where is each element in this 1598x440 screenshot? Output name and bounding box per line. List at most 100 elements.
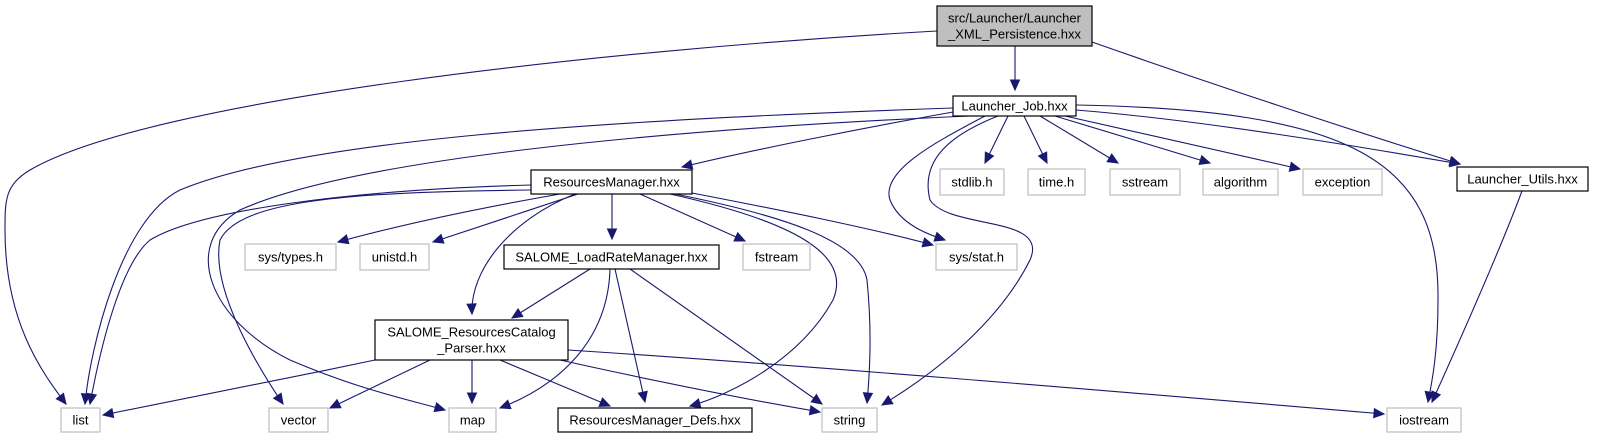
node-label: exception (1315, 175, 1371, 190)
edge-line (639, 193, 746, 242)
node-label: Launcher_Job.hxx (961, 99, 1068, 114)
node-label: list (73, 413, 89, 428)
node-label: Launcher_Utils.hxx (1467, 172, 1578, 187)
node-box[interactable] (503, 244, 720, 270)
edge-line (1075, 104, 1439, 403)
node-unistd-h: unistd.h (359, 243, 430, 271)
node-launcher-utils[interactable]: Launcher_Utils.hxx (1456, 166, 1589, 192)
node-box (244, 243, 337, 271)
node-box (821, 407, 878, 433)
node-label: sstream (1122, 175, 1168, 190)
node-string: string (821, 407, 878, 433)
arrow-head-icon (336, 234, 350, 245)
node-box (268, 407, 329, 433)
edge-resources-manager-to-sys-stat-h (691, 192, 935, 248)
edge-load-rate-manager-to-map (498, 268, 611, 410)
node-box[interactable] (530, 169, 693, 195)
node-box[interactable] (952, 95, 1077, 117)
edge-line (337, 193, 561, 243)
node-map: map (448, 407, 497, 433)
node-label: fstream (755, 250, 798, 265)
node-label: sys/types.h (258, 250, 323, 265)
arrow-head-icon (1288, 161, 1302, 172)
node-root[interactable]: src/Launcher/Launcher_XML_Persistence.hx… (936, 5, 1093, 47)
edge-line (888, 115, 986, 241)
edge-line (614, 268, 646, 403)
edge-launcher-job-to-map (207, 115, 971, 413)
node-resources-manager[interactable]: ResourcesManager.hxx (530, 169, 693, 195)
arrow-head-icon (1431, 390, 1442, 404)
node-label: vector (281, 413, 317, 428)
edge-line (89, 184, 532, 405)
edge-line (207, 115, 971, 411)
node-label: ResourcesManager_Defs.hxx (569, 413, 741, 428)
edge-catalog-parser-to-map (466, 360, 478, 405)
node-label: _XML_Persistence.hxx (947, 27, 1081, 42)
edge-launcher-job-to-stdlib-h (984, 115, 1009, 165)
edge-line (674, 193, 871, 404)
node-label: _Parser.hxx (436, 341, 506, 356)
edge-resources-manager-to-load-rate-manager (606, 194, 618, 241)
arrow-head-icon (933, 231, 947, 242)
edge-launcher-job-to-string (880, 115, 1034, 406)
node-box (1027, 168, 1086, 196)
edge-load-rate-manager-to-resources-defs (614, 268, 648, 404)
edge-line (432, 193, 579, 243)
arrow-head-icon (598, 397, 612, 407)
edge-root-to-launcher-job (1009, 46, 1021, 92)
edge-line (471, 193, 576, 315)
arrow-head-icon (680, 159, 694, 170)
edge-launcher-job-to-sys-stat-h (888, 115, 986, 242)
arrow-head-icon (984, 151, 995, 165)
arrow-head-icon (808, 405, 822, 416)
node-label: unistd.h (372, 250, 418, 265)
node-box[interactable] (374, 319, 569, 361)
arrow-head-icon (810, 393, 823, 405)
edge-resources-manager-to-catalog-parser (466, 193, 576, 316)
node-load-rate-manager[interactable]: SALOME_LoadRateManager.hxx (503, 244, 720, 270)
node-label: stdlib.h (951, 175, 992, 190)
node-box[interactable] (936, 5, 1093, 47)
arrow-head-icon (328, 398, 342, 409)
node-box[interactable] (1456, 166, 1589, 192)
edge-catalog-parser-to-string (559, 359, 822, 416)
edge-resources-manager-to-fstream (639, 193, 747, 242)
edge-load-rate-manager-to-catalog-parser (510, 268, 591, 319)
arrow-head-icon (101, 407, 115, 419)
arrow-head-icon (637, 390, 648, 404)
node-label: time.h (1039, 175, 1074, 190)
edge-launcher-job-to-algorithm (1054, 115, 1212, 165)
node-time-h: time.h (1027, 168, 1086, 196)
node-box (939, 168, 1005, 196)
node-launcher-job[interactable]: Launcher_Job.hxx (952, 95, 1077, 117)
edge-line (1075, 109, 1461, 165)
edge-line (84, 107, 954, 405)
arrow-head-icon (1106, 153, 1120, 164)
edge-resources-manager-to-vector (218, 189, 532, 406)
node-box (448, 407, 497, 433)
edge-line (499, 359, 611, 407)
node-label: ResourcesManager.hxx (543, 175, 680, 190)
edge-resources-manager-to-list (86, 184, 532, 406)
edge-launcher-job-to-iostream (1075, 104, 1439, 404)
node-box (1202, 168, 1279, 196)
edge-line (511, 268, 591, 319)
edge-resources-manager-to-sys-types-h (336, 193, 561, 245)
node-label: algorithm (1214, 175, 1267, 190)
edge-launcher-job-to-time-h (1023, 115, 1048, 165)
arrow-head-icon (510, 307, 524, 319)
edge-catalog-parser-to-resources-defs (499, 359, 612, 407)
node-resources-defs[interactable]: ResourcesManager_Defs.hxx (557, 407, 753, 433)
edge-line (329, 359, 431, 409)
arrow-head-icon (86, 392, 98, 406)
node-box (359, 243, 430, 271)
node-stdlib-h: stdlib.h (939, 168, 1005, 196)
edge-line (559, 359, 821, 413)
edge-line (218, 189, 532, 405)
node-box (60, 407, 101, 433)
node-catalog-parser[interactable]: SALOME_ResourcesCatalog_Parser.hxx (374, 319, 569, 361)
node-box[interactable] (557, 407, 753, 433)
node-sys-types-h: sys/types.h (244, 243, 337, 271)
edge-line (1039, 115, 1119, 164)
edge-resources-manager-to-unistd-h (431, 193, 579, 244)
